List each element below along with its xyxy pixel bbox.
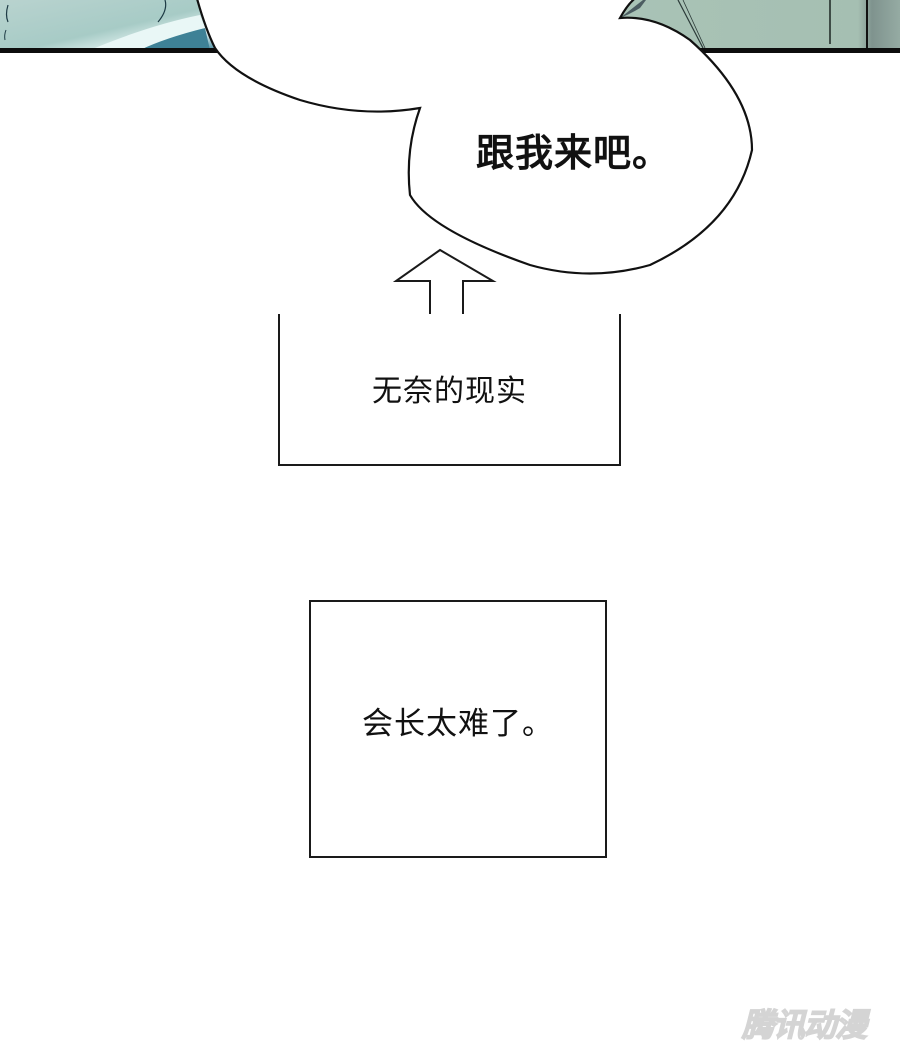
speech-bubble: [196, 0, 754, 275]
caption-arrow-up: [392, 248, 497, 316]
caption-box-president: 会长太难了。: [309, 600, 607, 858]
speech-bubble-text: 跟我来吧。: [476, 131, 672, 175]
caption-text: 会长太难了。: [362, 705, 554, 742]
watermark-logo: 腾讯动漫: [741, 1005, 867, 1044]
caption-text: 无奈的现实: [372, 374, 527, 409]
panel-art-left: [0, 0, 215, 50]
caption-box-reality: 无奈的现实: [278, 314, 621, 466]
